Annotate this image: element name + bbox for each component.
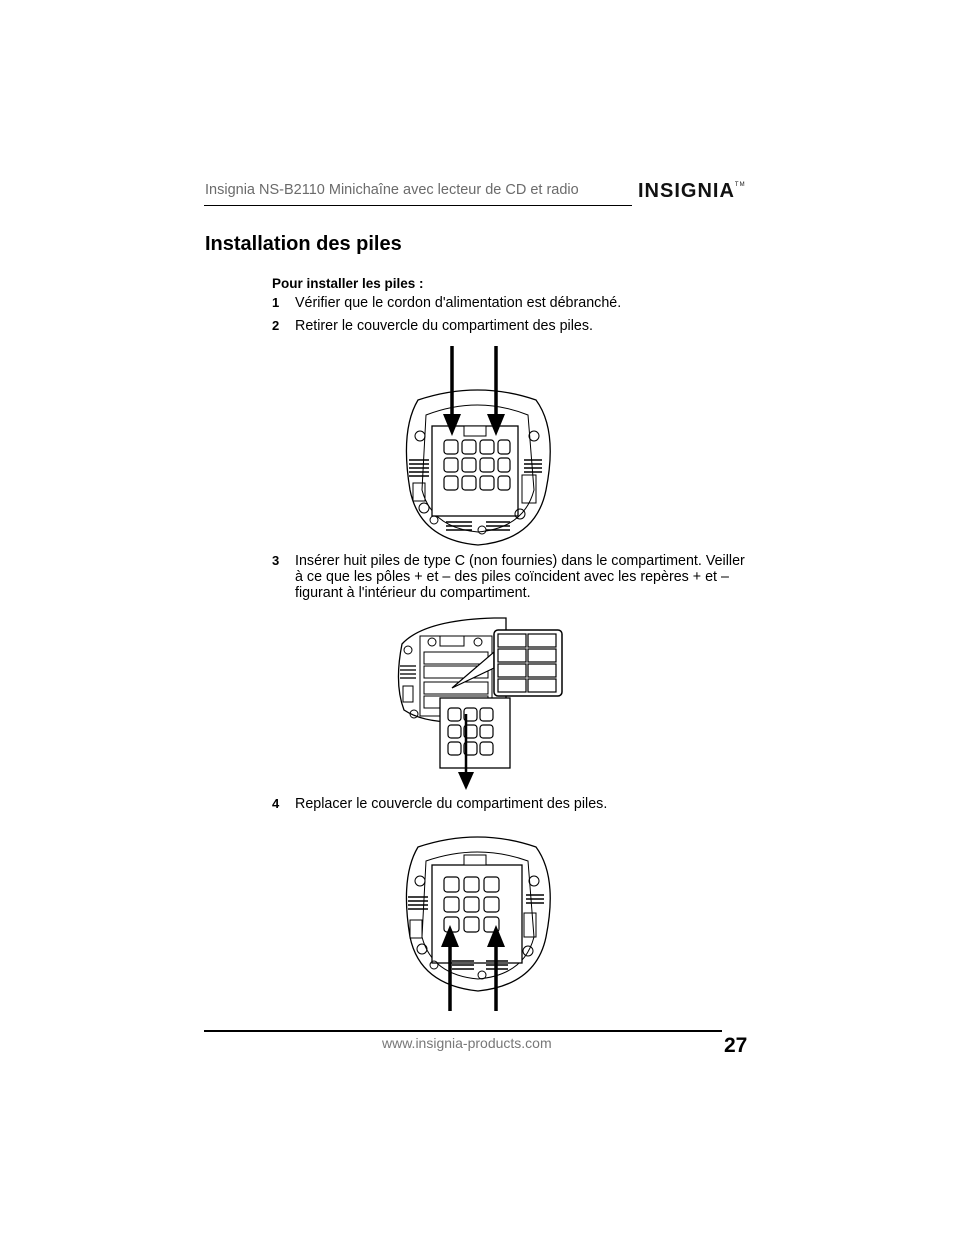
header-rule xyxy=(204,205,632,206)
remove-cover-illustration xyxy=(405,346,551,546)
step-text: Vérifier que le cordon d'alimentation es… xyxy=(295,295,622,311)
step-3: 3 Insérer huit piles de type C (non four… xyxy=(272,553,752,603)
running-header: Insignia NS-B2110 Minichaîne avec lecteu… xyxy=(205,182,579,198)
step-text: Replacer le couvercle du compartiment de… xyxy=(295,796,608,812)
step-4: 4 Replacer le couvercle du compartiment … xyxy=(272,796,752,814)
step-1: 1 Vérifier que le cordon d'alimentation … xyxy=(272,295,752,313)
section-title: Installation des piles xyxy=(205,233,402,255)
insert-batteries-illustration xyxy=(397,617,563,790)
replace-cover-illustration xyxy=(405,836,551,1011)
step-number: 3 xyxy=(272,553,280,568)
footer-url: www.insignia-products.com xyxy=(382,1035,552,1051)
step-number: 4 xyxy=(272,796,280,811)
step-number: 1 xyxy=(272,295,280,310)
procedure-heading: Pour installer les piles : xyxy=(272,276,424,291)
step-text: Insérer huit piles de type C (non fourni… xyxy=(295,553,745,601)
page-number: 27 xyxy=(724,1034,748,1057)
step-number: 2 xyxy=(272,318,280,333)
step-2: 2 Retirer le couvercle du compartiment d… xyxy=(272,318,752,336)
step-text: Retirer le couvercle du compartiment des… xyxy=(295,318,593,334)
insignia-logo: INSIGNIATM xyxy=(638,180,746,202)
footer-rule xyxy=(204,1030,722,1032)
